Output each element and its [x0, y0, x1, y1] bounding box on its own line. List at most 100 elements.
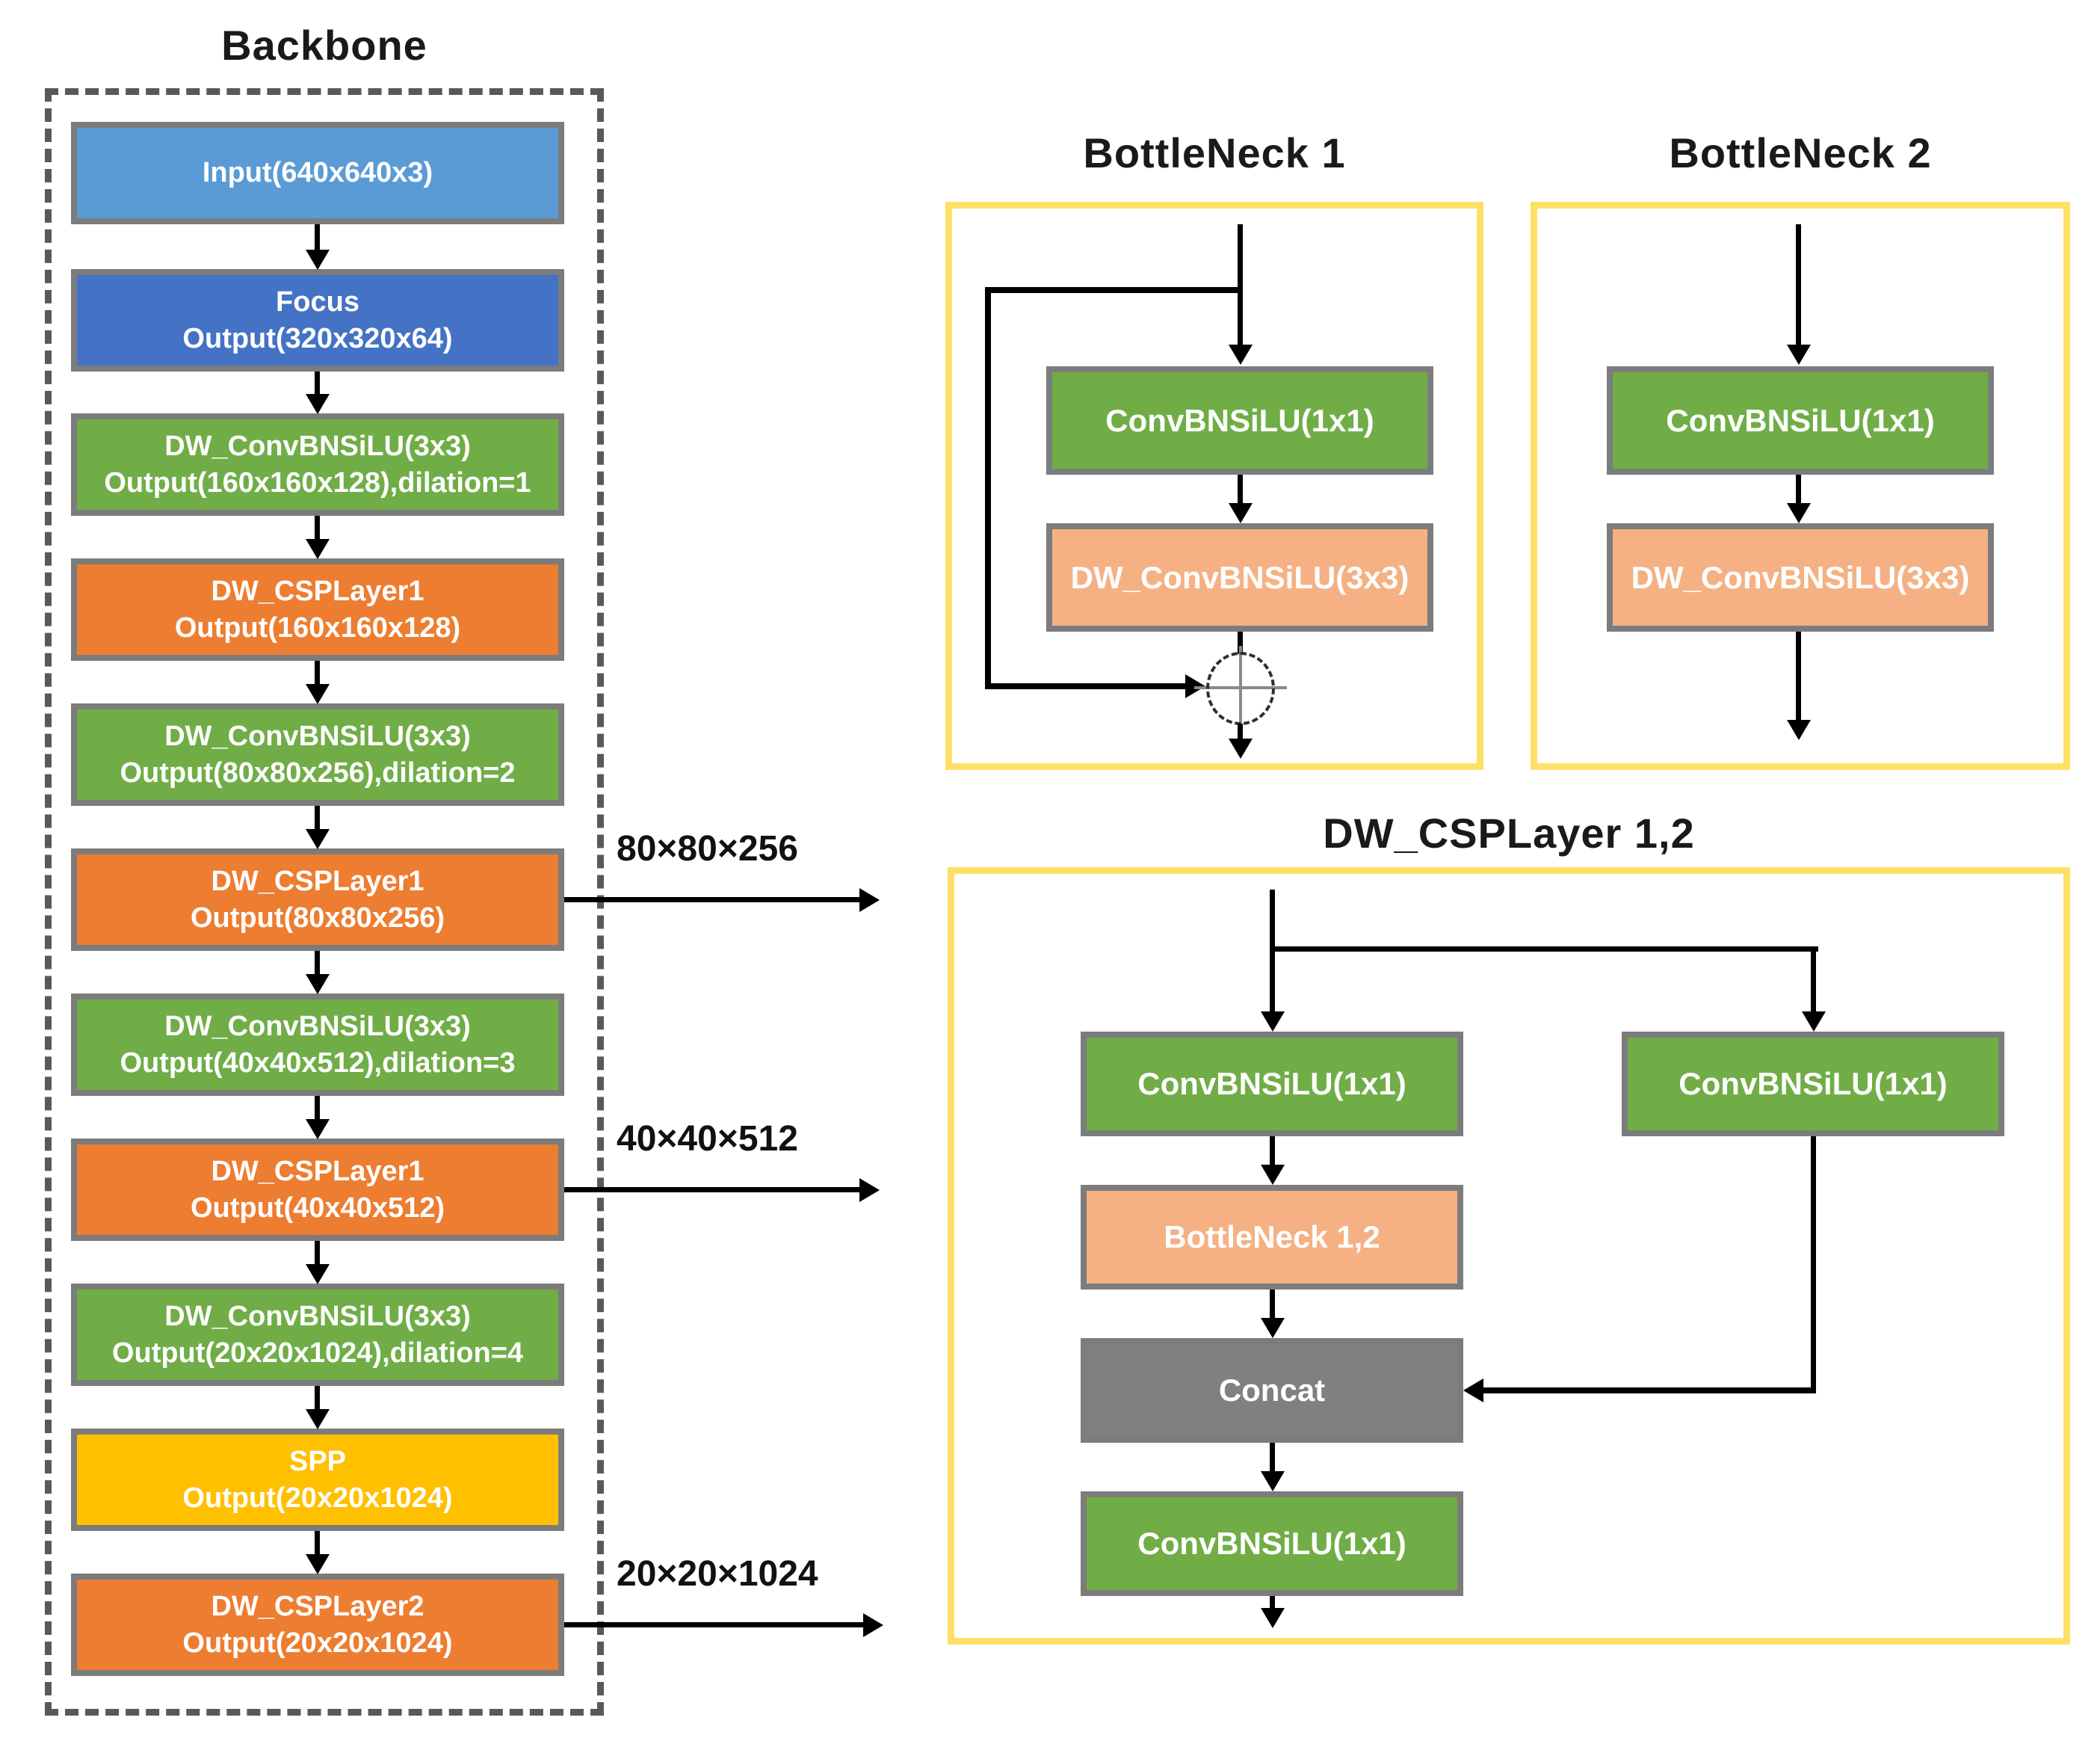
arrow-right-icon — [859, 888, 880, 912]
block-label: Output(320x320x64) — [182, 322, 453, 354]
flow-line — [1270, 1290, 1275, 1319]
flow-line — [315, 951, 320, 976]
flow-line — [315, 806, 320, 831]
bottleneck1-container — [945, 202, 1483, 770]
arrow-down-icon — [306, 1264, 330, 1284]
flow-line — [315, 1386, 320, 1411]
block-label: Input(640x640x3) — [202, 157, 433, 188]
arrow-down-icon — [306, 1554, 330, 1574]
arrow-down-icon — [306, 250, 330, 270]
arrow-down-icon — [1229, 739, 1253, 759]
arrow-down-icon — [1787, 720, 1811, 740]
arrow-down-icon — [1261, 1165, 1285, 1185]
block-label: ConvBNSiLU(1x1) — [1679, 1066, 1948, 1101]
block-label: ConvBNSiLU(1x1) — [1137, 1066, 1406, 1101]
arrow-down-icon — [306, 829, 330, 849]
branch-line — [1811, 1136, 1816, 1393]
block-dwconv-3: DW_ConvBNSiLU(3x3) Output(40x40x512),dil… — [71, 993, 564, 1096]
output-line — [564, 1187, 859, 1192]
flow-line — [1796, 632, 1801, 721]
flow-line — [1796, 475, 1801, 505]
block-label: DW_ConvBNSiLU(3x3) — [1070, 559, 1409, 595]
block-label: DW_CSPLayer1 — [211, 865, 424, 897]
bottleneck2-container — [1531, 202, 2070, 770]
skip-line — [985, 683, 1187, 689]
block-label: Output(160x160x128),dilation=1 — [104, 466, 531, 499]
block-label: Output(80x80x256) — [190, 902, 445, 934]
flow-line — [1270, 1443, 1275, 1473]
block-label: DW_ConvBNSiLU(3x3) — [164, 720, 471, 752]
flow-line — [315, 516, 320, 540]
arrow-down-icon — [1787, 503, 1811, 523]
block-label: SPP — [288, 1445, 347, 1477]
arrow-down-icon — [306, 394, 330, 414]
csp-left-conv1x1: ConvBNSiLU(1x1) — [1081, 1032, 1463, 1136]
flow-line — [1270, 1136, 1275, 1166]
arrow-down-icon — [306, 1409, 330, 1429]
flow-line — [1270, 1596, 1275, 1609]
arrow-down-icon — [306, 1119, 330, 1139]
csp-concat: Concat — [1081, 1338, 1463, 1443]
arrow-down-icon — [306, 974, 330, 994]
csp-bottleneck: BottleNeck 1,2 — [1081, 1185, 1463, 1290]
block-dwconv-4: DW_ConvBNSiLU(3x3) Output(20x20x1024),di… — [71, 1284, 564, 1386]
arrow-right-icon — [863, 1613, 883, 1637]
block-label: ConvBNSiLU(1x1) — [1666, 402, 1935, 438]
block-label: Output(160x160x128) — [174, 611, 461, 644]
block-label: Output(80x80x256),dilation=2 — [120, 757, 516, 789]
arrow-down-icon — [1261, 1608, 1285, 1628]
output-line — [564, 1622, 863, 1627]
block-dwconv-2: DW_ConvBNSiLU(3x3) Output(80x80x256),dil… — [71, 703, 564, 806]
csp-right-conv1x1: ConvBNSiLU(1x1) — [1622, 1032, 2004, 1136]
branch-line — [1483, 1387, 1816, 1393]
block-label: Output(20x20x1024),dilation=4 — [111, 1337, 524, 1369]
output-shape-label-40: 40×40×512 — [617, 1119, 798, 1159]
skip-line — [985, 287, 991, 688]
block-csplayer1-a: DW_CSPLayer1 Output(160x160x128) — [71, 558, 564, 661]
backbone-title: Backbone — [221, 22, 427, 69]
arrow-down-icon — [1802, 1011, 1826, 1032]
block-label: DW_ConvBNSiLU(3x3) — [164, 1300, 471, 1332]
arrow-down-icon — [1261, 1471, 1285, 1491]
block-label: Output(40x40x512),dilation=3 — [120, 1047, 516, 1079]
block-label: Output(20x20x1024) — [182, 1627, 453, 1659]
elementwise-add-icon — [1206, 652, 1275, 725]
block-dwconv-1: DW_ConvBNSiLU(3x3) Output(160x160x128),d… — [71, 413, 564, 516]
block-input: Input(640x640x3) — [71, 122, 564, 224]
csp-out-conv1x1: ConvBNSiLU(1x1) — [1081, 1491, 1463, 1596]
flow-line — [315, 372, 320, 395]
block-label: Output(20x20x1024) — [182, 1482, 453, 1514]
output-shape-label-20: 20×20×1024 — [617, 1554, 818, 1594]
arrow-down-icon — [1229, 503, 1253, 523]
branch-line — [1811, 946, 1816, 1013]
block-label: DW_CSPLayer2 — [211, 1590, 424, 1622]
flow-line — [1238, 224, 1243, 345]
flow-line — [315, 1241, 320, 1266]
block-label: DW_CSPLayer1 — [211, 1155, 424, 1187]
branch-line — [1272, 946, 1818, 952]
block-label: BottleNeck 1,2 — [1164, 1219, 1380, 1254]
flow-line — [315, 661, 320, 685]
arrow-down-icon — [1229, 345, 1253, 365]
arrow-down-icon — [1787, 345, 1811, 365]
bn1-conv1x1: ConvBNSiLU(1x1) — [1046, 366, 1433, 475]
block-label: ConvBNSiLU(1x1) — [1105, 402, 1374, 438]
output-shape-label-80: 80×80×256 — [617, 829, 798, 869]
block-label: ConvBNSiLU(1x1) — [1137, 1526, 1406, 1561]
block-label: Concat — [1218, 1372, 1326, 1408]
arrow-left-icon — [1463, 1378, 1483, 1402]
skip-line — [985, 287, 1243, 293]
flow-line — [1238, 475, 1243, 505]
arrow-down-icon — [1261, 1318, 1285, 1338]
bottleneck1-title: BottleNeck 1 — [1083, 129, 1346, 176]
csplayer-title: DW_CSPLayer 1,2 — [1323, 810, 1695, 857]
bn2-conv1x1: ConvBNSiLU(1x1) — [1607, 366, 1994, 475]
block-label: DW_CSPLayer1 — [211, 575, 424, 607]
flow-line — [1238, 632, 1243, 654]
block-label: DW_ConvBNSiLU(3x3) — [164, 1010, 471, 1042]
output-line — [564, 897, 859, 902]
bottleneck2-title: BottleNeck 2 — [1669, 129, 1932, 176]
block-label: Output(40x40x512) — [190, 1192, 445, 1224]
block-csplayer1-c: DW_CSPLayer1 Output(40x40x512) — [71, 1139, 564, 1241]
